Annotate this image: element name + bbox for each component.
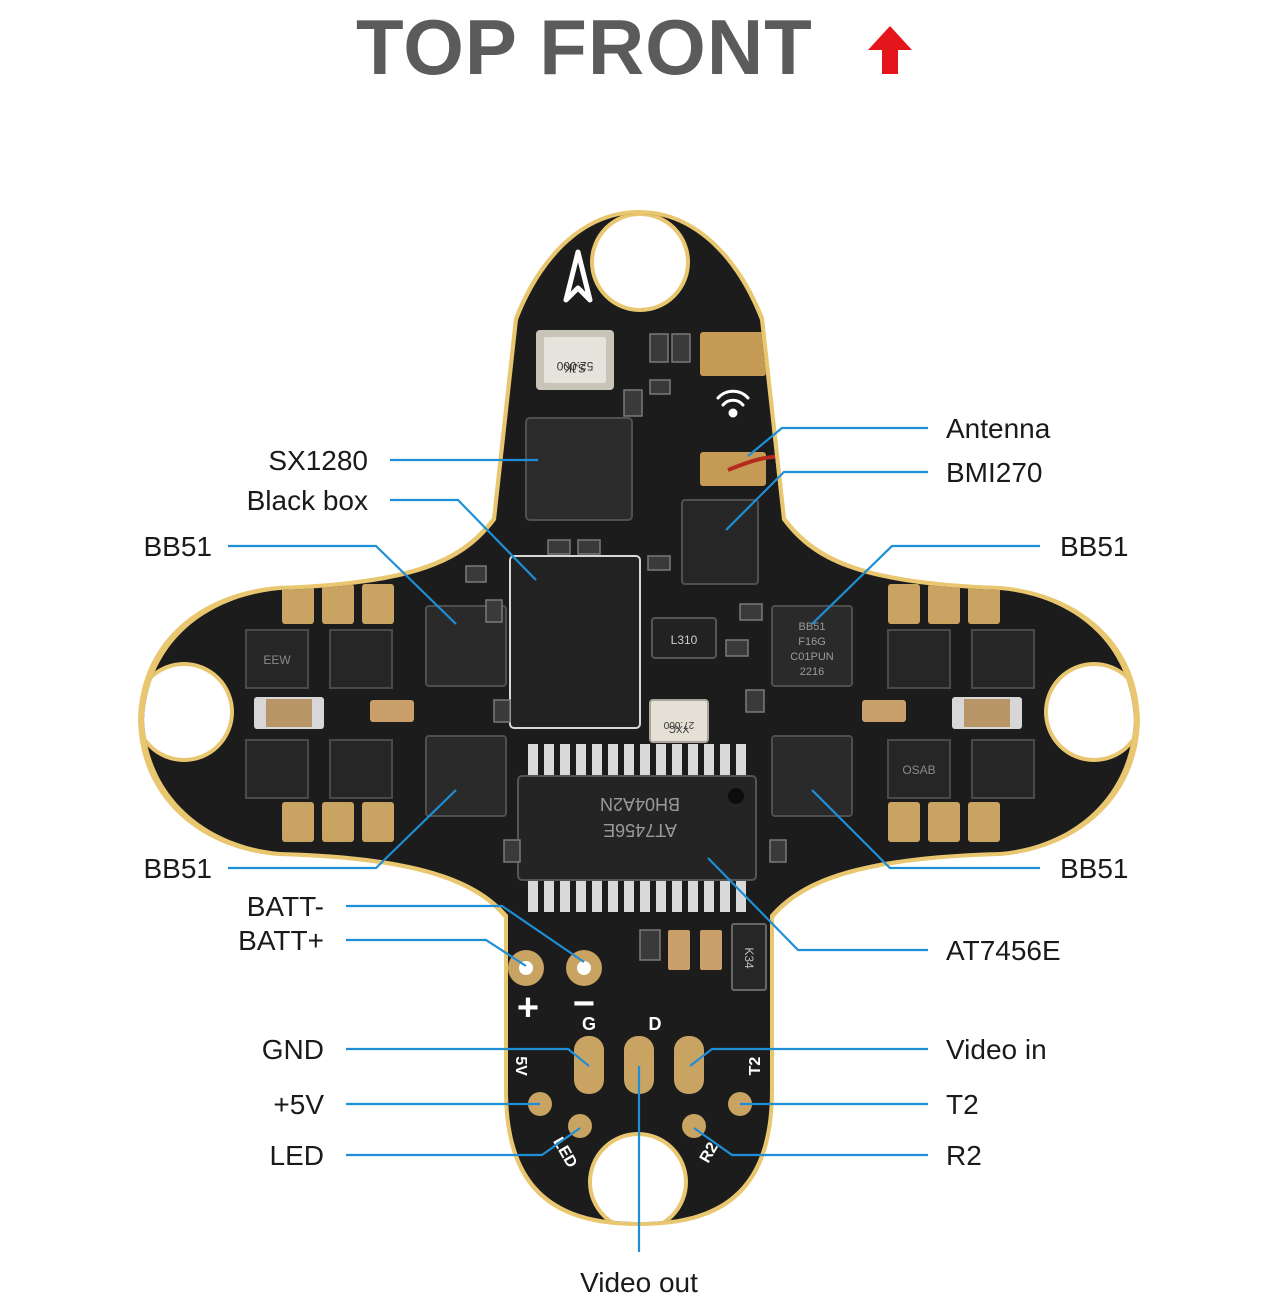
mcu-marking-a: BB51 [799,621,826,633]
silk-d: D [649,1014,662,1034]
mount-hole-left [144,662,234,762]
diode-marking: K34 [742,947,756,969]
label-bb51-top-right: BB51 [1060,531,1129,562]
page-title: TOP FRONT [356,3,813,91]
osd-marking: AT7456E [603,820,677,840]
wifi-icon [716,389,750,418]
label-batt-plus: BATT+ [238,925,324,956]
chip-sx1280 [525,417,633,521]
mcu-marking-d: 2216 [800,666,824,678]
cap-bottom-2 [700,930,722,970]
mcu-marking-c: C01PUN [790,651,833,663]
chip-bb51-bottom-right [771,735,853,817]
leader-bb51-tr [811,544,1040,625]
label-sx1280: SX1280 [268,445,368,476]
label-bmi270: BMI270 [946,457,1043,488]
callout-labels: Antenna BMI270 SX1280 Black box BB51 BB5… [144,413,1129,1298]
label-video-out: Video out [580,1267,698,1298]
label-t2: T2 [946,1089,979,1120]
silk-t2: T2 [747,1057,764,1076]
crystal-mfr: SJK [564,361,586,375]
pad-video-in [674,1036,704,1094]
antenna-pad-top [700,332,766,376]
red-up-arrow-icon [868,26,912,74]
crystal-marking: 52.000 [556,359,593,373]
label-bb51-top-left: BB51 [144,531,213,562]
label-at7456e: AT7456E [946,935,1061,966]
leader-at7456e [707,857,928,952]
leader-blackbox [390,498,537,581]
mosfet-marking-right: OSAB [902,763,935,777]
flight-controller-board: 52.000 SJK L310 27.00 [138,210,1140,1226]
label-bb51-bottom-left: BB51 [144,853,213,884]
leader-lines [228,426,1040,1252]
leader-bb51-br [811,789,1040,870]
crystal2-marking: 27.000 [663,719,694,730]
ldo-marking: L310 [671,633,698,647]
leader-bb51-bl [228,789,457,870]
mosfets-right [887,629,1035,799]
label-5v: +5V [273,1089,324,1120]
osd-code: BH04A2N [600,794,680,814]
silk-plus: + [517,987,539,1029]
silk-minus: − [573,983,595,1025]
leader-antenna [747,426,928,457]
chip-at7456e: BH04A2N AT7456E [517,744,757,912]
chip-bb51-top-left [425,605,507,687]
label-gnd: GND [262,1034,324,1065]
mosfet-marking-left: EEW [263,653,291,667]
diode [731,923,767,991]
label-blackbox: Black box [247,485,368,516]
leader-bmi270 [725,470,928,531]
leader-led [346,1127,581,1157]
leader-bb51-tl [228,544,457,625]
leader-batt-minus [346,904,585,963]
leader-video-in [689,1047,928,1067]
silk-g: G [582,1014,596,1034]
chip-bb51-top-right: BB51 F16G C01PUN 2216 [771,605,853,687]
leader-r2 [693,1127,928,1157]
label-led: LED [270,1140,324,1171]
chip-bmi270 [681,499,759,585]
mcu-marking-b: F16G [798,636,826,648]
label-video-in: Video in [946,1034,1047,1065]
cap-bottom-1 [668,930,690,970]
label-batt-minus: BATT- [247,891,324,922]
leader-batt-plus [346,938,527,967]
pad-video-out [624,1036,654,1094]
leader-gnd [346,1047,590,1067]
passives [465,333,831,961]
capacitors [254,697,1022,729]
label-bb51-bottom-right: BB51 [1060,853,1129,884]
title-row: TOP FRONT [0,0,1279,110]
mount-hole-top [590,214,690,312]
crystal-27mhz: 27.000 YXC [649,699,709,743]
mount-hole-right [1044,662,1134,762]
brand-logo-icon [563,249,593,303]
chip-ldo [651,617,717,659]
motor-pads [282,584,1000,842]
silk-5v: 5V [512,1056,529,1076]
chip-bb51-bottom-left [425,735,507,817]
label-antenna: Antenna [946,413,1051,444]
label-r2: R2 [946,1140,982,1171]
crystal-52mhz: 52.000 SJK [536,330,614,390]
chip-blackbox [509,555,641,729]
crystal2-mfr: YXC [669,723,690,734]
mosfets-left [245,629,393,799]
